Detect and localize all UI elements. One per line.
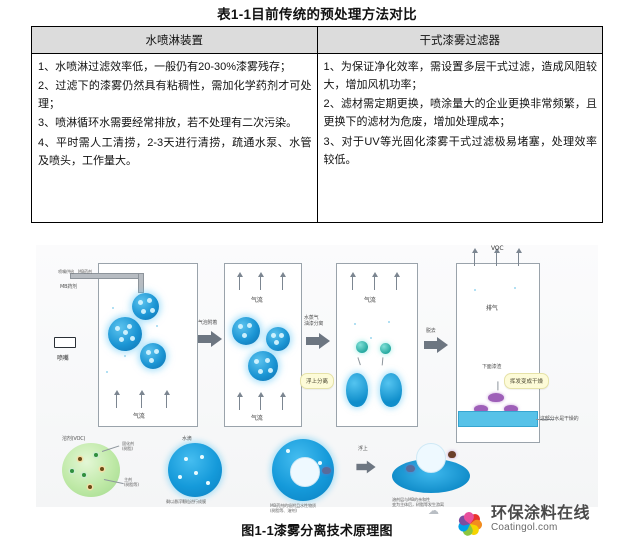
sludge-particle bbox=[488, 393, 504, 402]
process-diagram: 喷嘴 喷嘴供给 MB药剂 MB药剂 气流 气泡附着 bbox=[0, 243, 634, 513]
resin-particle bbox=[380, 343, 391, 354]
bottom-caption-a: 剩以悬浮颗粒进行成膜 bbox=[166, 499, 206, 504]
callout-float-separation: 浮上分离 bbox=[300, 373, 335, 389]
droplet bbox=[140, 343, 166, 369]
watermark-text: 环保涂料在线 Coatingol.com bbox=[491, 504, 591, 533]
bottom-caption-d: 溶剂层与MB的亲和性 变为主体后，树脂等发生游离 bbox=[392, 497, 444, 508]
sludge-label: 下面漆渣 bbox=[482, 364, 502, 370]
spray-nozzle-icon bbox=[54, 337, 76, 348]
list-item: 3、对于UV等光固化漆雾干式过滤极易堵塞，处理效率较低。 bbox=[323, 135, 598, 166]
figure-caption: 图1-1漆雾分离技术原理图 bbox=[241, 523, 393, 538]
voc-arrow bbox=[493, 248, 500, 266]
droplet bbox=[132, 293, 159, 320]
nozzle-label: 喷嘴 bbox=[57, 355, 69, 362]
list-item: 2、过滤下的漆雾仍然具有粘稠性，需加化学药剂才可处理； bbox=[38, 80, 312, 111]
airflow-arrow bbox=[257, 272, 264, 290]
arrow-label-bubble-attach: 气泡附着 bbox=[198, 320, 218, 326]
table-header-row: 水喷淋装置 干式漆雾过滤器 bbox=[31, 26, 603, 54]
bottom-caption-c: 浮上 bbox=[358, 446, 368, 452]
released-resin-core bbox=[416, 443, 446, 473]
stage-arrow-3 bbox=[424, 337, 448, 353]
droplet bbox=[108, 317, 142, 351]
water-droplet-molecule bbox=[168, 443, 222, 497]
list-item: 2、滤材需定期更换，喷涂量大的企业更换非常频繁，且更换下的滤材为危废，增加处理成… bbox=[323, 98, 598, 129]
bottom-caption-b: MB药剂的吸附且水性物质 (树脂等、溶剂) bbox=[270, 503, 316, 514]
airflow-arrow bbox=[393, 272, 400, 290]
watermark-cn: 环保涂料在线 bbox=[491, 504, 591, 522]
comparison-table-wrap: 水喷淋装置 干式漆雾过滤器 1、水喷淋过滤效率低，一般仍有20-30%漆雾残存；… bbox=[0, 26, 634, 223]
comparison-table: 水喷淋装置 干式漆雾过滤器 1、水喷淋过滤效率低，一般仍有20-30%漆雾残存；… bbox=[31, 26, 603, 223]
droplet bbox=[232, 317, 260, 345]
droplet bbox=[248, 351, 278, 381]
float-arrow bbox=[356, 460, 376, 474]
floating-paint-blob bbox=[380, 373, 402, 407]
airflow-label-top: 气流 bbox=[251, 297, 263, 304]
inner-core bbox=[290, 457, 320, 487]
airflow-arrow bbox=[257, 392, 264, 410]
dry-filter-list: 1、为保证净化效率，需设置多层干式过滤，造成风阻较大，增加风机功率； 2、滤材需… bbox=[324, 58, 598, 169]
watermark-en: Coatingol.com bbox=[491, 521, 558, 533]
water-droplet-label: 水滴 bbox=[182, 436, 192, 442]
brand-logo-icon bbox=[456, 506, 488, 538]
voc-label: VOC bbox=[491, 245, 504, 252]
table-title: 表1-1目前传统的预处理方法对比 bbox=[217, 7, 417, 22]
airflow-label: 气流 bbox=[364, 297, 376, 304]
floating-paint-blob bbox=[346, 373, 368, 407]
arrow-label-removal: 脱去 bbox=[426, 328, 436, 334]
resin-particle bbox=[356, 341, 368, 353]
airflow-arrow bbox=[279, 272, 286, 290]
solvent-label: 溶剂(VOC) bbox=[62, 436, 86, 442]
feed-label: 喷嘴供给 MB药剂 bbox=[58, 269, 92, 274]
airflow-arrow bbox=[236, 392, 243, 410]
list-item: 1、为保证净化效率，需设置多层干式过滤，造成风阻较大，增加风机功率； bbox=[323, 61, 598, 92]
arrow-label-vapor-separation: 水蒸气 油漆分离 bbox=[304, 315, 324, 328]
cell-dry-filter: 1、为保证净化效率，需设置多层干式过滤，造成风阻较大，增加风机功率； 2、滤材需… bbox=[316, 53, 603, 223]
airflow-arrow bbox=[371, 272, 378, 290]
cell-water-spray: 1、水喷淋过滤效率低，一般仍有20-30%漆雾残存； 2、过滤下的漆雾仍然具有粘… bbox=[31, 53, 318, 223]
airflow-arrow bbox=[163, 390, 170, 408]
feed-pipe-vertical bbox=[138, 273, 144, 293]
droplet bbox=[266, 327, 290, 351]
bottom-water-note: 这部分水是干燥的 bbox=[540, 416, 579, 422]
airflow-arrow bbox=[279, 392, 286, 410]
sludge-particle bbox=[474, 405, 488, 413]
diagram-canvas: 喷嘴 喷嘴供给 MB药剂 MB药剂 气流 气泡附着 bbox=[36, 245, 598, 513]
curing-agent-label: 固化剂 (树脂) bbox=[122, 441, 134, 452]
water-spray-list: 1、水喷淋过滤效率低，一般仍有20-30%漆雾残存； 2、过滤下的漆雾仍然具有粘… bbox=[38, 58, 312, 170]
airflow-arrow bbox=[138, 390, 145, 408]
callout-dry-evaporation: 挥发变成干燥 bbox=[504, 373, 550, 389]
list-item: 3、喷淋循环水需要经常排放，若不处理有二次污染。 bbox=[38, 117, 298, 130]
airflow-label-bottom: 气流 bbox=[251, 415, 263, 422]
main-agent-label: 主剂 (树脂等) bbox=[124, 477, 139, 488]
airflow-arrow bbox=[349, 272, 356, 290]
column-header-dry-filter: 干式漆雾过滤器 bbox=[316, 26, 603, 54]
airflow-arrow bbox=[236, 272, 243, 290]
voc-arrow bbox=[515, 248, 522, 266]
watermark: ☁ 环保涂料在线 Coatingol.com bbox=[428, 498, 634, 540]
sludge-particle bbox=[504, 405, 518, 413]
agent-label: MB药剂 bbox=[60, 284, 77, 290]
list-item: 4、平时需人工清捞，2-3天进行清捞，疏通水泵、水管及喷头，工作量大。 bbox=[38, 136, 312, 167]
water-layer bbox=[458, 411, 538, 427]
stage-arrow-2 bbox=[306, 333, 330, 349]
airflow-label: 气流 bbox=[133, 413, 145, 420]
stage-arrow-1 bbox=[198, 331, 222, 347]
table-body-row: 1、水喷淋过滤效率低，一般仍有20-30%漆雾残存； 2、过滤下的漆雾仍然具有粘… bbox=[31, 53, 603, 223]
list-item: 1、水喷淋过滤效率低，一般仍有20-30%漆雾残存； bbox=[38, 61, 292, 73]
exhaust-label: 排气 bbox=[486, 305, 498, 312]
cloud-icon: ☁ bbox=[428, 505, 439, 517]
chamber-stage-2 bbox=[224, 263, 302, 427]
voc-arrow bbox=[471, 248, 478, 266]
airflow-arrow bbox=[113, 390, 120, 408]
column-header-water-spray: 水喷淋装置 bbox=[31, 26, 318, 54]
